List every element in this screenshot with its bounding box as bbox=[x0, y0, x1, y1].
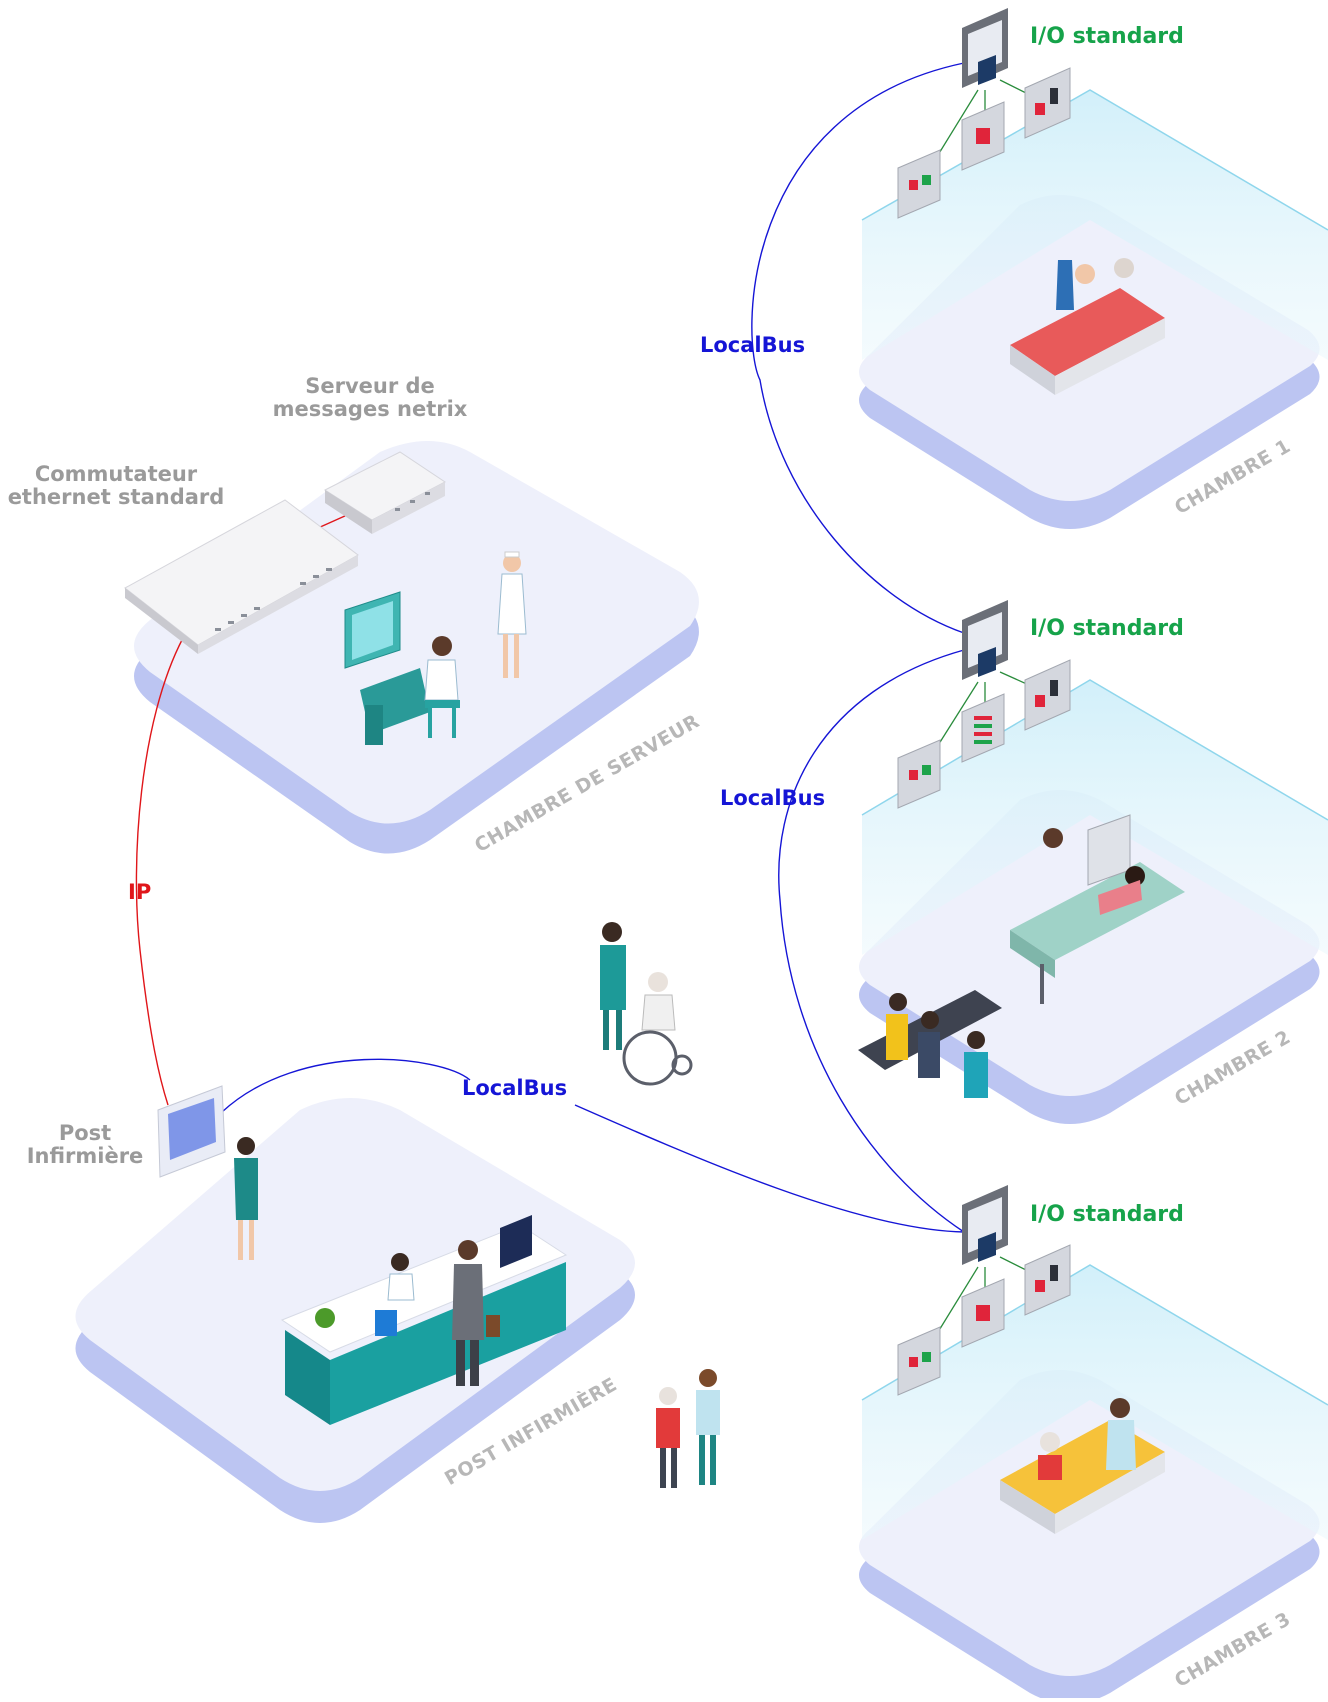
room3-io-module bbox=[962, 1185, 1008, 1265]
ip-link-line bbox=[135, 637, 184, 1106]
localbus-label-bottom: LocalBus bbox=[462, 1076, 568, 1100]
nurse-panel-device bbox=[157, 1085, 226, 1178]
nurse-post-label: Post Infirmière bbox=[26, 1121, 144, 1168]
room1-call-buttons bbox=[897, 67, 1071, 219]
waiting-bench-group bbox=[858, 990, 1002, 1098]
visitor-businessman-figure bbox=[452, 1240, 500, 1386]
room2-exam-table bbox=[1010, 814, 1185, 1004]
ethernet-switch-device bbox=[124, 499, 359, 654]
io-label-room2: I/O standard bbox=[1030, 616, 1184, 641]
ip-link-label: IP bbox=[128, 880, 152, 904]
io-label-room3: I/O standard bbox=[1030, 1202, 1184, 1227]
localbus-label-mid: LocalBus bbox=[720, 786, 826, 810]
localbus-line-bottom bbox=[221, 1058, 965, 1233]
computer-desk bbox=[344, 591, 430, 745]
room3-call-buttons bbox=[897, 1244, 1071, 1396]
io-label-room1: I/O standard bbox=[1030, 24, 1184, 49]
room2-io-module bbox=[962, 600, 1008, 680]
walking-elderly-group bbox=[656, 1369, 720, 1488]
reception-desk bbox=[280, 1215, 568, 1425]
nurse-standing-figure bbox=[234, 1137, 258, 1260]
receptionist-figure bbox=[387, 1253, 415, 1301]
room3-platform bbox=[859, 1264, 1328, 1702]
wheelchair-group bbox=[600, 922, 693, 1086]
room1-io-module bbox=[962, 8, 1008, 88]
staff-figure-seated bbox=[424, 636, 460, 738]
room2-call-buttons bbox=[897, 659, 1071, 809]
message-server-device bbox=[323, 451, 446, 534]
nurse-figure-walking bbox=[497, 551, 527, 678]
localbus-line-top bbox=[751, 62, 965, 634]
localbus-label-top: LocalBus bbox=[700, 333, 806, 357]
room1-patient-bed bbox=[1010, 258, 1165, 395]
server-label: Serveur de messages netrix bbox=[272, 374, 468, 421]
localbus-line-mid bbox=[778, 649, 965, 1233]
switch-label: Commutateur ethernet standard bbox=[7, 462, 225, 509]
room3-patient-bed bbox=[1000, 1398, 1165, 1534]
